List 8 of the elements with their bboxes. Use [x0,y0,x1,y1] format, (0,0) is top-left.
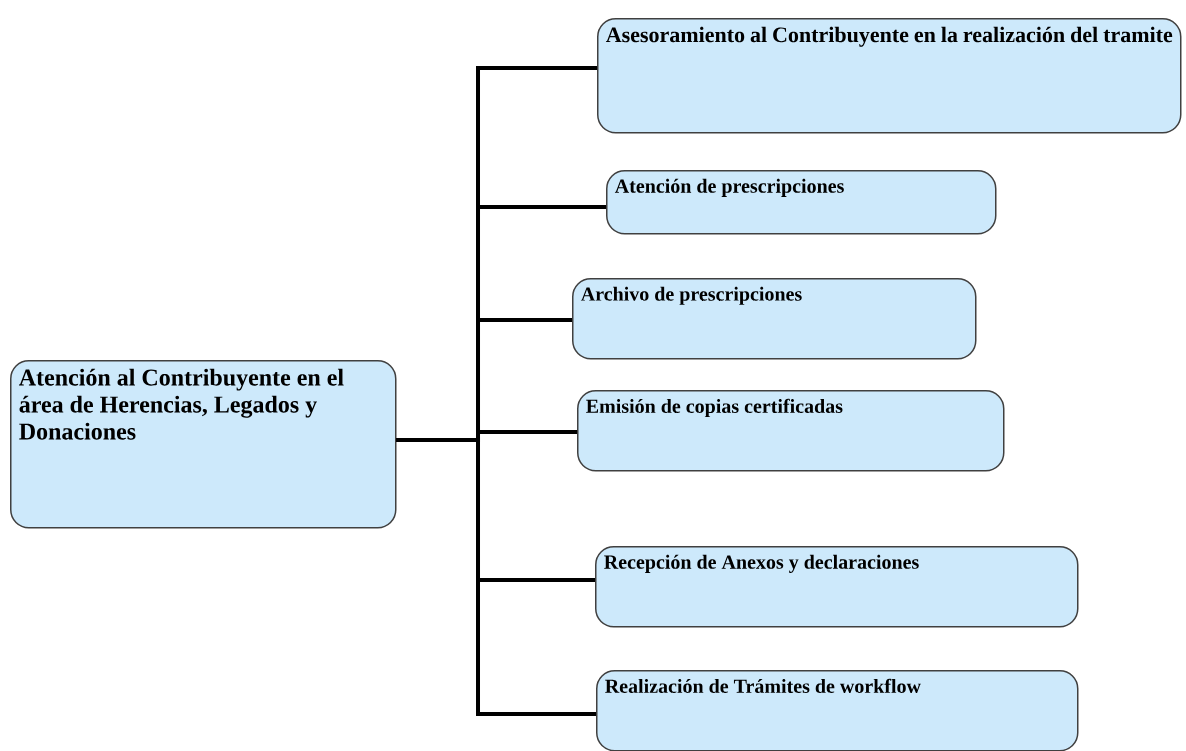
item-box: Archivo de prescripciones [572,278,977,360]
connector-line [396,438,596,716]
item-box: Atención de prescripciones [606,170,997,235]
item-box: Asesoramiento al Contribuyente en la realización del tramite [597,18,1182,134]
item-box: Recepción de Anexos y declaraciones [595,546,1079,628]
topic-box: Atención al Contribuyente en el área de Herencias, Legados y Donaciones [10,360,397,529]
item-box: Emisión de copias certificadas [577,390,1005,472]
item-box: Realización de Trámites de workflow [596,670,1079,751]
